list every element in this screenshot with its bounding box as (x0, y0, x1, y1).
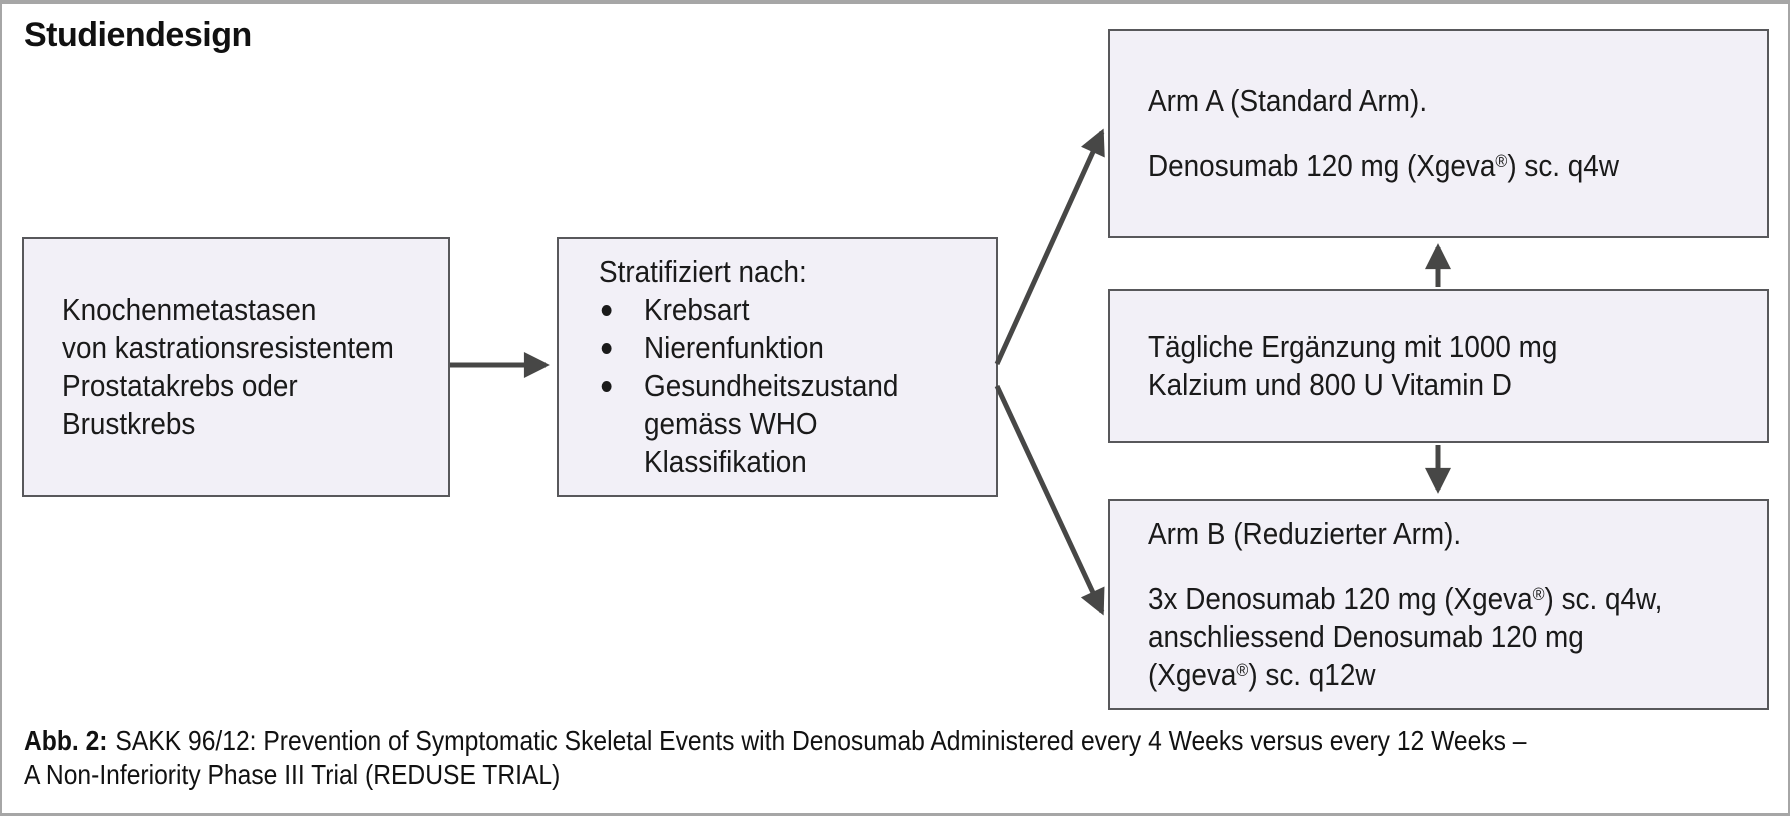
arm-b-dose-text: 3x Denosumab 120 mg (Xgeva (1148, 581, 1533, 616)
population-line: von kastrationsresistentem (62, 330, 394, 365)
stratification-heading: Stratifiziert nach: (599, 254, 807, 289)
supplement-box: Tägliche Ergänzung mit 1000 mg Kalzium u… (1108, 289, 1769, 443)
caption-line: Abb. 2:SAKK 96/12: Prevention of Symptom… (24, 724, 1527, 758)
stratification-text: Stratifiziert nach: Krebsart Nierenfunkt… (599, 253, 949, 481)
registered-trademark-symbol: ® (1495, 151, 1508, 172)
population-line: Prostatakrebs oder (62, 368, 298, 403)
stratification-bullet: Gesundheitszustand gemäss WHO Klassifika… (599, 367, 949, 481)
stratification-bullet: Krebsart (599, 291, 949, 329)
population-line: Brustkrebs (62, 406, 196, 441)
arm-b-dose-text: ) sc. q12w (1248, 657, 1376, 692)
population-text: Knochenmetastasen von kastrationsresiste… (62, 291, 402, 443)
population-line: Knochenmetastasen (62, 292, 317, 327)
stratification-bullet: Nierenfunktion (599, 329, 949, 367)
arm-a-dose: Denosumab 120 mg (Xgeva®) sc. q4w (1148, 147, 1698, 185)
figure-title: Studiendesign (24, 16, 252, 54)
supplement-line: Tägliche Ergänzung mit 1000 mg (1148, 329, 1558, 364)
bullet-dot-icon (601, 343, 612, 354)
arm-b-dose-text: (Xgeva (1148, 657, 1237, 692)
figure-caption: Abb. 2:SAKK 96/12: Prevention of Symptom… (24, 724, 1527, 792)
stratification-box: Stratifiziert nach: Krebsart Nierenfunkt… (557, 237, 998, 497)
bullet-label: Krebsart (644, 292, 750, 327)
caption-line: A Non-Inferiority Phase III Trial (REDUS… (24, 759, 561, 790)
arm-b-box: Arm B (Reduzierter Arm). 3x Denosumab 12… (1108, 499, 1769, 710)
population-box: Knochenmetastasen von kastrationsresiste… (22, 237, 450, 497)
caption-label: Abb. 2: (24, 725, 108, 756)
arm-b-title: Arm B (Reduzierter Arm). (1148, 516, 1462, 551)
bullet-label: Gesundheitszustand gemäss WHO Klassifika… (644, 368, 899, 479)
arm-b-text: Arm B (Reduzierter Arm). 3x Denosumab 12… (1148, 515, 1698, 694)
registered-trademark-symbol: ® (1236, 660, 1249, 681)
bullet-dot-icon (601, 305, 612, 316)
arm-a-dose-text: Denosumab 120 mg (Xgeva (1148, 148, 1496, 183)
arm-b-dose: anschliessend Denosumab 120 mg (1148, 619, 1584, 654)
caption-text: SAKK 96/12: Prevention of Symptomatic Sk… (115, 725, 1527, 756)
arm-b-dose: (Xgeva®) sc. q12w (1148, 656, 1698, 694)
arm-a-box: Arm A (Standard Arm). Denosumab 120 mg (… (1108, 29, 1769, 238)
bullet-label: Nierenfunktion (644, 330, 824, 365)
supplement-line: Kalzium und 800 U Vitamin D (1148, 367, 1512, 402)
arm-b-dose: 3x Denosumab 120 mg (Xgeva®) sc. q4w, (1148, 580, 1698, 618)
arm-a-text: Arm A (Standard Arm). Denosumab 120 mg (… (1148, 82, 1698, 185)
arm-a-title: Arm A (Standard Arm). (1148, 83, 1428, 118)
arm-b-dose-text: ) sc. q4w, (1544, 581, 1663, 616)
registered-trademark-symbol: ® (1532, 584, 1545, 605)
arm-a-dose-text: ) sc. q4w (1507, 148, 1619, 183)
supplement-text: Tägliche Ergänzung mit 1000 mg Kalzium u… (1148, 328, 1698, 404)
bullet-dot-icon (601, 381, 612, 392)
